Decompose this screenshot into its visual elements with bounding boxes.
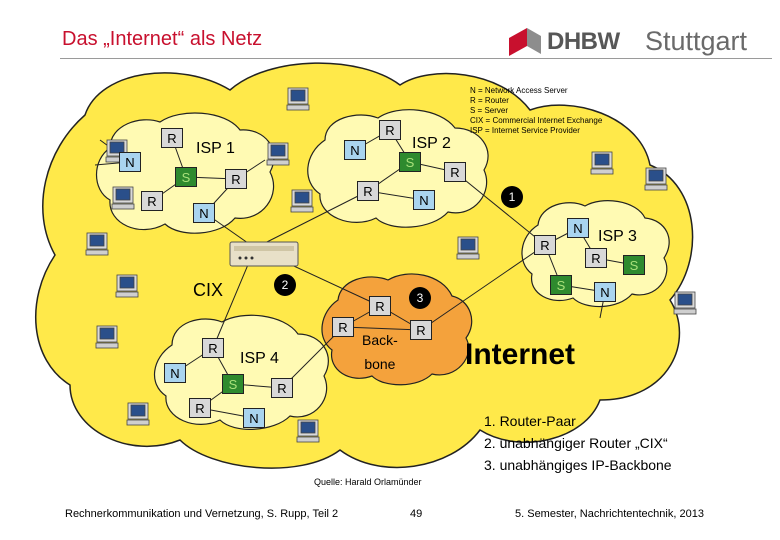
router-node: R bbox=[271, 378, 293, 398]
legend-item: R = Router bbox=[470, 96, 509, 105]
slide-title: Das „Internet“ als Netz bbox=[62, 28, 263, 50]
cix-router-device bbox=[229, 241, 299, 267]
nas-node: N bbox=[567, 218, 589, 238]
dhbw-logo: DHBW Stuttgart bbox=[505, 22, 748, 64]
internet-label: Internet bbox=[465, 338, 576, 371]
footer-semester: 5. Semester, Nachrichtentechnik, 2013 bbox=[515, 508, 704, 520]
computer-icons bbox=[85, 87, 697, 443]
backbone-label-line2: bone bbox=[364, 356, 396, 372]
badge-1: 1 bbox=[501, 186, 523, 208]
isp2-label: ISP 2 bbox=[412, 135, 451, 152]
legend-item: CIX = Commercial Internet Exchange bbox=[470, 116, 603, 125]
nas-node: N bbox=[243, 408, 265, 428]
nas-node: N bbox=[193, 203, 215, 223]
router-node: R bbox=[202, 338, 224, 358]
cix-label: CIX bbox=[193, 280, 224, 300]
router-node: R bbox=[534, 235, 556, 255]
badge-2: 2 bbox=[274, 274, 296, 296]
router-node: R bbox=[357, 181, 379, 201]
router-node: R bbox=[379, 120, 401, 140]
title-divider bbox=[60, 58, 772, 59]
nas-node: N bbox=[164, 363, 186, 383]
logo-city-text: Stuttgart bbox=[645, 26, 748, 56]
isp3-label: ISP 3 bbox=[598, 228, 637, 245]
router-node: R bbox=[332, 317, 354, 337]
list-item: 1. Router-Paar bbox=[484, 413, 576, 429]
router-node: R bbox=[410, 320, 432, 340]
server-node: S bbox=[222, 374, 244, 394]
server-node: S bbox=[623, 255, 645, 275]
dhbw-logo-mark-icon bbox=[509, 28, 541, 56]
list-item: 3. unabhängiges IP-Backbone bbox=[484, 457, 672, 473]
list-item: 2. unabhängiger Router „CIX“ bbox=[484, 435, 668, 451]
router-node: R bbox=[225, 169, 247, 189]
isp1-label: ISP 1 bbox=[196, 140, 235, 157]
legend: N = Network Access Server R = Router S =… bbox=[470, 86, 602, 136]
explanation-list: 1. Router-Paar 2. unabhängiger Router „C… bbox=[484, 410, 672, 476]
backbone-label: Back- bone bbox=[362, 328, 398, 376]
nas-node: N bbox=[594, 282, 616, 302]
footer-page-number: 49 bbox=[410, 508, 423, 520]
legend-item: N = Network Access Server bbox=[470, 86, 568, 95]
router-node: R bbox=[141, 191, 163, 211]
backbone-label-line1: Back- bbox=[362, 332, 398, 348]
legend-item: ISP = Internet Service Provider bbox=[470, 126, 580, 135]
server-node: S bbox=[175, 167, 197, 187]
server-node: S bbox=[550, 275, 572, 295]
nas-node: N bbox=[119, 152, 141, 172]
isp4-label: ISP 4 bbox=[240, 350, 279, 367]
nas-node: N bbox=[413, 190, 435, 210]
nas-node: N bbox=[344, 140, 366, 160]
logo-dhbw-text: DHBW bbox=[547, 28, 620, 55]
router-node: R bbox=[444, 162, 466, 182]
router-node: R bbox=[585, 248, 607, 268]
router-node: R bbox=[369, 296, 391, 316]
server-node: S bbox=[399, 152, 421, 172]
router-node: R bbox=[161, 128, 183, 148]
isp2-cloud bbox=[307, 109, 489, 228]
source-note: Quelle: Harald Orlamünder bbox=[314, 477, 422, 487]
badge-3: 3 bbox=[409, 287, 431, 309]
footer-course: Rechnerkommunikation und Vernetzung, S. … bbox=[65, 508, 339, 520]
router-node: R bbox=[189, 398, 211, 418]
legend-item: S = Server bbox=[470, 106, 509, 115]
